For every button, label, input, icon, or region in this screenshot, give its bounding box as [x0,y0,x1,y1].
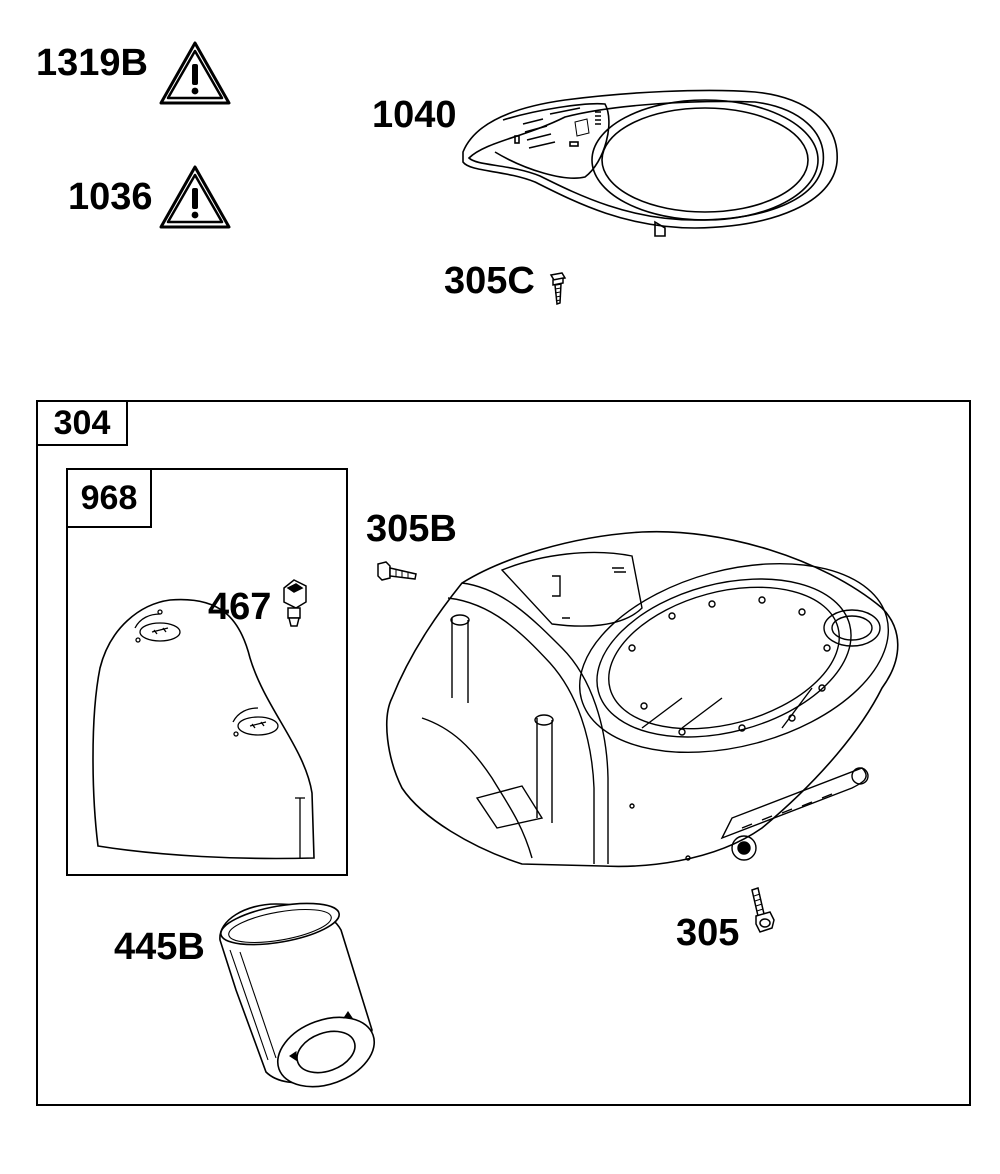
label-1036: 1036 [68,176,153,218]
air-cleaner-cover-drawing [92,598,315,860]
screw-305-drawing [751,887,775,933]
group-968-tag: 968 [68,470,152,528]
knob-467-drawing [283,579,307,627]
label-305c: 305C [444,260,535,302]
warning-triangle-icon [159,41,231,105]
air-filter-drawing [219,902,376,1088]
label-305: 305 [676,912,740,954]
group-304-frame [36,400,971,1106]
group-304-tag: 304 [38,402,128,446]
label-445b: 445B [114,926,205,968]
screw-305c-drawing [549,272,567,306]
label-1319b: 1319B [36,42,148,84]
screw-305b-drawing [377,561,417,581]
label-467: 467 [208,586,272,628]
blower-cover-drawing [462,89,838,237]
label-305b: 305B [366,508,457,550]
warning-triangle-icon [159,165,231,229]
label-1040: 1040 [372,94,457,136]
group-968-frame [66,468,348,876]
blower-housing-drawing [386,530,899,868]
